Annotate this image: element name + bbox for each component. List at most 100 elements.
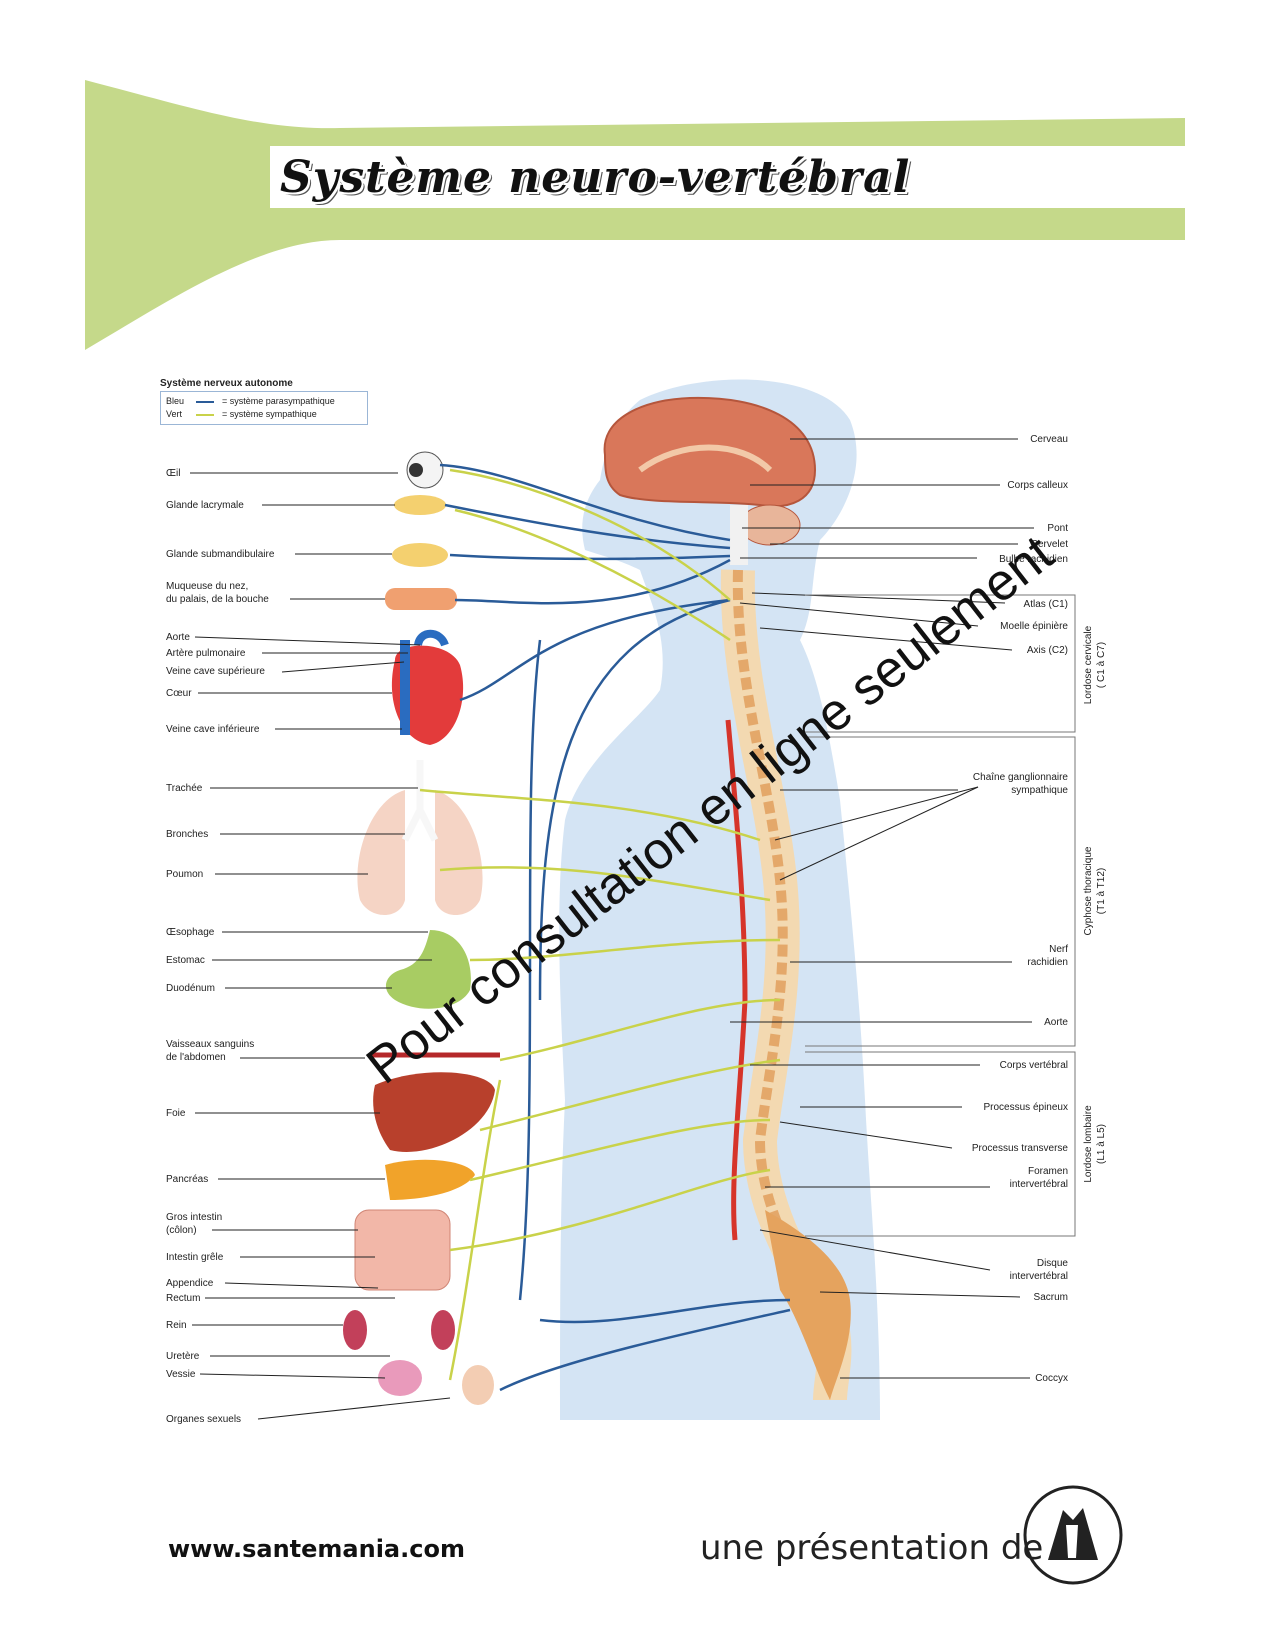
label-cerveau: Cerveau (1030, 434, 1068, 445)
legend-value: = système sympathique (222, 409, 317, 419)
label-cervelet: Cervelet (1030, 539, 1068, 550)
region-lombaire: Lordose lombaire (L1 à L5) (1082, 1079, 1108, 1209)
label-nerf-1: Nerf (1049, 944, 1068, 955)
label-bronches: Bronches (166, 829, 209, 840)
legend-box: Bleu = système parasympathique Vert = sy… (160, 391, 368, 425)
lacrimal-gland (394, 495, 446, 515)
aorta-line (725, 719, 748, 1241)
label-gros-intestin-2: (côlon) (166, 1225, 197, 1236)
label-glande-submandibulaire: Glande submandibulaire (166, 549, 275, 560)
legend-value: = système parasympathique (222, 396, 335, 406)
region-thoracique-2: (T1 à T12) (1096, 867, 1107, 915)
label-oeil: Œil (166, 468, 181, 479)
stomach (385, 930, 471, 1009)
label-trachee: Trachée (166, 783, 203, 794)
region-thoracique: Cyphose thoracique (T1 à T12) (1082, 826, 1108, 956)
label-coccyx: Coccyx (1035, 1373, 1068, 1384)
label-organes-sexuels: Organes sexuels (166, 1414, 242, 1425)
label-vaisseaux-2: de l'abdomen (166, 1052, 226, 1063)
label-artere-pulmonaire: Artère pulmonaire (166, 648, 246, 659)
label-vessie: Vessie (166, 1369, 196, 1380)
legend-swatch-blue (196, 400, 214, 403)
label-chaine-1: Chaîne ganglionnaire (972, 772, 1068, 783)
legend-key: Vert (166, 409, 183, 419)
legend-title: Système nerveux autonome (160, 378, 293, 389)
leader-lines-right (730, 438, 1034, 1379)
label-foramen-2: intervertébral (1009, 1179, 1068, 1190)
sympathetic-nerves (419, 468, 781, 1381)
label-muqueuse-2: du palais, de la bouche (166, 594, 269, 605)
label-sacrum: Sacrum (1033, 1292, 1068, 1303)
region-lombaire-2: (L1 à L5) (1096, 1123, 1107, 1165)
label-pont: Pont (1047, 523, 1068, 534)
label-glande-lacrymale: Glande lacrymale (166, 500, 244, 511)
bladder (378, 1360, 422, 1396)
page-title: Système neuro-vertébral (280, 152, 911, 203)
legend-swatch-green (196, 413, 214, 416)
legend-key: Bleu (166, 396, 185, 406)
label-veine-cave-sup: Veine cave supérieure (166, 666, 265, 677)
label-chaine-2: sympathique (1011, 785, 1068, 796)
label-pancreas: Pancréas (166, 1174, 209, 1185)
sacrum (765, 1210, 851, 1400)
brainstem (730, 505, 748, 565)
lungs (357, 790, 483, 915)
label-veine-cave-inf: Veine cave inférieure (166, 724, 260, 735)
label-estomac: Estomac (166, 955, 205, 966)
label-disque-1: Disque (1036, 1258, 1068, 1269)
parasympathetic-nerves (439, 463, 791, 1392)
anatomy-diagram (190, 379, 1076, 1420)
label-foie: Foie (166, 1108, 186, 1119)
submandibular-gland (392, 543, 448, 567)
pancreas (385, 1159, 475, 1200)
label-bulbe: Bulbe rachidien (999, 554, 1068, 565)
region-cervicale-2: ( C1 à C7) (1096, 641, 1107, 689)
label-appendice: Appendice (166, 1278, 214, 1289)
label-intestin-grele: Intestin grêle (166, 1252, 224, 1263)
label-foramen-1: Foramen (1027, 1166, 1068, 1177)
label-gros-intestin-1: Gros intestin (166, 1212, 223, 1223)
label-corps-vertebral: Corps vertébral (999, 1060, 1068, 1071)
label-vaisseaux-1: Vaisseaux sanguins (166, 1039, 255, 1050)
title-banner (85, 80, 1185, 350)
label-aorte-right: Aorte (1044, 1017, 1068, 1028)
label-processus-epineux: Processus épineux (983, 1102, 1069, 1113)
label-axis: Axis (C2) (1026, 645, 1068, 656)
label-oesophage: Œsophage (166, 927, 215, 938)
region-cervicale-1: Lordose cervicale (1083, 625, 1094, 705)
website-url[interactable]: www.santemania.com (168, 1535, 465, 1563)
label-atlas: Atlas (C1) (1023, 599, 1068, 610)
legend-item-blue: Bleu = système parasympathique (166, 395, 362, 408)
label-aorte-left: Aorte (166, 632, 190, 643)
region-thoracique-1: Cyphose thoracique (1083, 846, 1094, 936)
chiropractic-logo-icon (1023, 1485, 1123, 1585)
liver (373, 1072, 495, 1152)
eye (406, 451, 444, 489)
label-coeur: Cœur (166, 688, 192, 699)
label-moelle: Moelle épinière (1000, 621, 1068, 632)
label-duodenum: Duodénum (166, 983, 215, 994)
label-disque-2: intervertébral (1009, 1271, 1068, 1282)
leader-lines (190, 472, 451, 1420)
label-poumon: Poumon (166, 869, 204, 880)
region-brackets (805, 594, 1076, 1237)
region-lombaire-1: Lordose lombaire (1083, 1105, 1094, 1183)
label-corps-calleux: Corps calleux (1007, 480, 1068, 491)
label-rectum: Rectum (166, 1293, 201, 1304)
intestines (354, 1209, 451, 1291)
cerebellum (739, 504, 801, 546)
label-muqueuse-1: Muqueuse du nez, (166, 581, 249, 592)
legend-item-green: Vert = système sympathique (166, 408, 362, 421)
kidney-right (431, 1310, 455, 1350)
label-nerf-2: rachidien (1027, 957, 1068, 968)
brain (603, 396, 817, 508)
kidney-left (343, 1310, 367, 1350)
legend: Système nerveux autonome Bleu = système … (160, 378, 368, 425)
sexual-organs (462, 1365, 494, 1405)
label-processus-transverse: Processus transverse (971, 1143, 1068, 1154)
nasal-mucosa (385, 588, 457, 610)
body-silhouette (559, 379, 880, 1420)
presented-by: une présentation de (700, 1528, 1044, 1568)
region-cervicale: Lordose cervicale ( C1 à C7) (1082, 600, 1108, 730)
label-uretere: Uretère (166, 1351, 200, 1362)
